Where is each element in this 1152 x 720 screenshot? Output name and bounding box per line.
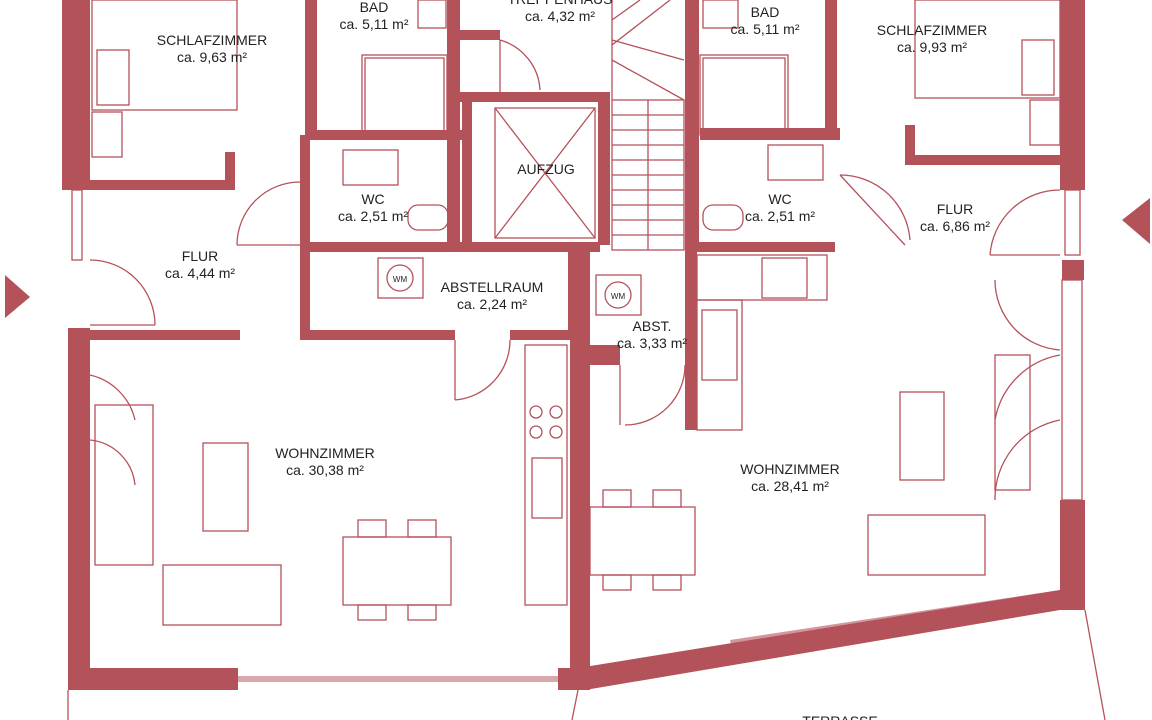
room-name: WC xyxy=(768,191,791,207)
room-area: ca. 4,44 m² xyxy=(165,265,235,281)
room-name: FLUR xyxy=(182,248,219,264)
doors xyxy=(71,39,1083,666)
room-name: BAD xyxy=(360,0,389,15)
room-name: TREPPENHAUS xyxy=(507,0,612,7)
room-name: AUFZUG xyxy=(517,161,575,177)
room-area: ca. 2,24 m² xyxy=(457,296,527,312)
washer-label: WM xyxy=(393,275,408,284)
room-area: ca. 9,93 m² xyxy=(897,39,967,55)
room-area: ca. 30,38 m² xyxy=(286,462,364,478)
room-name: WOHNZIMMER xyxy=(740,461,840,477)
staircase xyxy=(611,0,685,251)
room-area: ca. 6,86 m² xyxy=(920,218,990,234)
kitchens xyxy=(524,254,828,606)
room-name: ABST. xyxy=(633,318,672,334)
room-area: ca. 9,63 m² xyxy=(177,49,247,65)
room-area: ca. 5,11 m² xyxy=(340,16,409,32)
room-area: ca. 4,32 m² xyxy=(525,8,595,24)
room-area: ca. 28,41 m² xyxy=(751,478,829,494)
room-name: ABSTELLRAUM xyxy=(441,279,544,295)
washer-label: WM xyxy=(611,292,626,301)
room-name: SCHLAFZIMMER xyxy=(877,22,987,38)
room-area: ca. 5,11 m² xyxy=(731,21,800,37)
room-area: ca. 2,51 m² xyxy=(338,208,408,224)
room-area: ca. 3,33 m² xyxy=(617,335,687,351)
sanitary-fixtures: WM WM xyxy=(342,0,824,316)
entrance-arrow-icon xyxy=(5,275,30,318)
room-name: TERRASSE xyxy=(802,713,877,720)
entrance-arrow-icon xyxy=(1122,198,1150,244)
elevator-shaft xyxy=(494,107,596,239)
room-name: FLUR xyxy=(937,201,974,217)
room-name: WC xyxy=(361,191,384,207)
room-area: ca. 2,51 m² xyxy=(745,208,815,224)
furniture xyxy=(91,0,1061,626)
room-name: SCHLAFZIMMER xyxy=(157,32,267,48)
room-name: WOHNZIMMER xyxy=(275,445,375,461)
room-name: BAD xyxy=(751,4,780,20)
